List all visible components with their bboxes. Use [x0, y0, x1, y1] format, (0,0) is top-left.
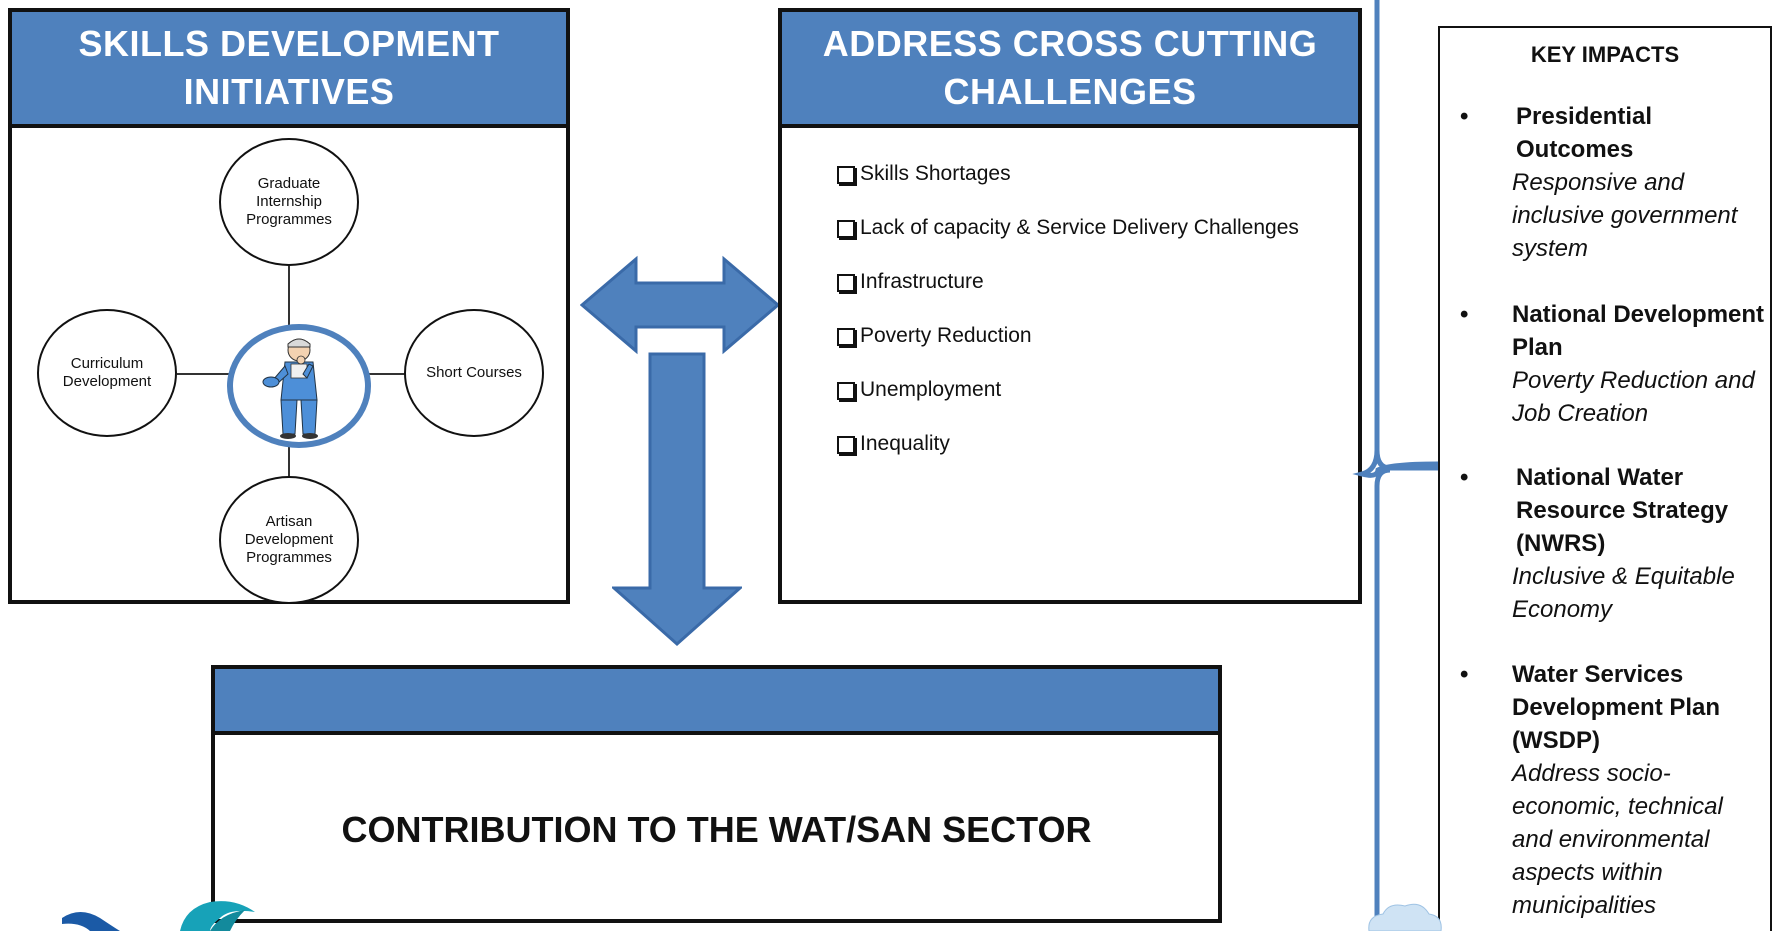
- cross-cutting-challenges-panel: ADDRESS CROSS CUTTING CHALLENGES Skills …: [778, 8, 1362, 604]
- checkbox-icon: [837, 382, 855, 400]
- contribution-header-bar: [215, 669, 1218, 735]
- impact-name: Presidential Outcomes: [1516, 103, 1653, 163]
- bullet-icon: •: [1460, 661, 1469, 688]
- connector-top: [288, 266, 290, 328]
- challenge-item-label: Unemployment: [860, 378, 1002, 401]
- challenge-item-label: Poverty Reduction: [860, 324, 1032, 347]
- node-artisan-development: Artisan Development Programmes: [219, 476, 359, 604]
- connector-bottom: [288, 444, 290, 484]
- impact-name: National Development Plan: [1512, 301, 1765, 361]
- contribution-panel: CONTRIBUTION TO THE WAT/SAN SECTOR: [211, 665, 1222, 923]
- challenges-header: ADDRESS CROSS CUTTING CHALLENGES: [782, 12, 1358, 128]
- checkbox-icon: [837, 436, 855, 454]
- bullet-icon: •: [1460, 464, 1469, 491]
- node-curriculum-development-label: Curriculum Development: [62, 355, 152, 390]
- checkbox-icon: [837, 166, 855, 184]
- center-worker-node: [227, 324, 371, 448]
- bullet-icon: •: [1460, 301, 1469, 328]
- impact-description: Address socio-economic, technical and en…: [1512, 760, 1723, 919]
- challenge-item: Skills Shortages: [837, 162, 1299, 216]
- skills-development-header: SKILLS DEVELOPMENT INITIATIVES: [12, 12, 566, 128]
- challenge-item: Poverty Reduction: [837, 324, 1299, 378]
- organisation-logo-icon: [62, 901, 255, 931]
- challenge-item: Inequality: [837, 432, 1299, 486]
- bidirectional-arrow-icon: [580, 255, 780, 355]
- node-artisan-development-label: Artisan Development Programmes: [244, 513, 334, 566]
- challenge-item: Lack of capacity & Service Delivery Chal…: [837, 216, 1299, 270]
- node-graduate-internship-label: Graduate Internship Programmes: [246, 175, 332, 228]
- challenges-list: Skills Shortages Lack of capacity & Serv…: [837, 162, 1299, 486]
- challenge-item-label: Infrastructure: [860, 270, 984, 293]
- node-short-courses-label: Short Courses: [426, 364, 522, 381]
- node-short-courses: Short Courses: [404, 309, 544, 437]
- impact-description: Poverty Reduction and Job Creation: [1512, 367, 1755, 427]
- challenges-title-line2: CHALLENGES: [943, 71, 1197, 112]
- skills-title-line2: INITIATIVES: [183, 71, 395, 112]
- impact-description: Responsive and inclusive government syst…: [1512, 169, 1738, 262]
- impact-name: National Water Resource Strategy (NWRS): [1516, 464, 1729, 557]
- contribution-title: CONTRIBUTION TO THE WAT/SAN SECTOR: [341, 809, 1092, 850]
- challenge-item: Unemployment: [837, 378, 1299, 432]
- skills-development-panel: SKILLS DEVELOPMENT INITIATIVES Graduate …: [8, 8, 570, 604]
- skills-title-line1: SKILLS DEVELOPMENT: [78, 23, 500, 64]
- bullet-icon: •: [1460, 103, 1469, 130]
- node-curriculum-development: Curriculum Development: [37, 309, 177, 437]
- challenge-item: Infrastructure: [837, 270, 1299, 324]
- connector-right: [368, 373, 408, 375]
- cloud-decoration-icon: [1368, 903, 1442, 931]
- key-impacts-title: KEY IMPACTS: [1530, 42, 1680, 67]
- worker-figure-icon: [262, 338, 318, 439]
- impact-description: Inclusive & Equitable Economy: [1512, 563, 1735, 623]
- impact-name: Water Services Development Plan (WSDP): [1512, 661, 1721, 754]
- challenge-item-label: Skills Shortages: [860, 162, 1011, 185]
- challenge-item-label: Inequality: [860, 432, 950, 455]
- checkbox-icon: [837, 328, 855, 346]
- connector-left: [177, 373, 231, 375]
- checkbox-icon: [837, 274, 855, 292]
- right-brace-icon: [1352, 0, 1439, 931]
- down-arrow-icon: [612, 352, 742, 646]
- node-graduate-internship: Graduate Internship Programmes: [219, 138, 359, 266]
- challenge-item-label: Lack of capacity & Service Delivery Chal…: [860, 216, 1299, 239]
- challenges-title-line1: ADDRESS CROSS CUTTING: [822, 23, 1318, 64]
- key-impacts-panel: KEY IMPACTS • Presidential Outcomes Resp…: [1438, 26, 1772, 931]
- checkbox-icon: [837, 220, 855, 238]
